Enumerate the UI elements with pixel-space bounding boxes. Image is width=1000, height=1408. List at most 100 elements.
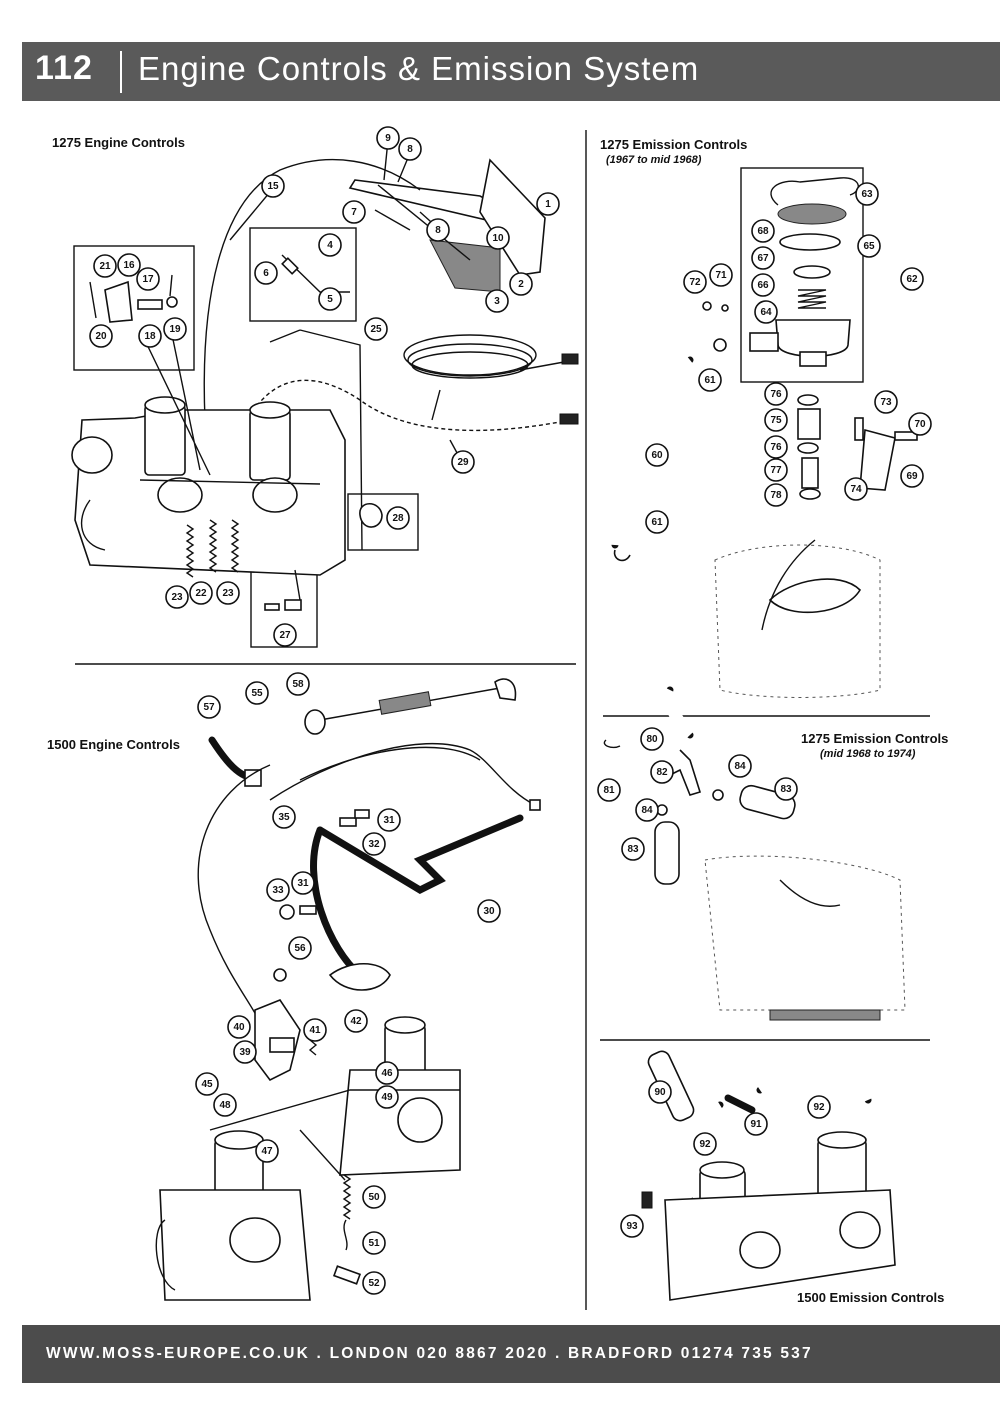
callout-72: 72 xyxy=(683,270,707,294)
footer-contact: WWW.MOSS-EUROPE.CO.UK . LONDON 020 8867 … xyxy=(46,1345,813,1362)
callout-number: 28 xyxy=(392,513,404,524)
callout-circle xyxy=(364,317,388,341)
spring-right xyxy=(230,519,240,573)
valve-spring xyxy=(797,289,827,309)
callout-circle xyxy=(693,1132,717,1156)
callout-number: 8 xyxy=(435,225,441,236)
callout-31: 31 xyxy=(291,871,315,895)
callout-23: 23 xyxy=(165,585,189,609)
callout-66: 66 xyxy=(751,273,775,297)
callout-number: 8 xyxy=(407,144,413,155)
callout-number: 10 xyxy=(492,233,504,244)
callout-77: 77 xyxy=(764,458,788,482)
callout-76: 76 xyxy=(764,382,788,406)
callout-circle xyxy=(261,174,285,198)
callout-50: 50 xyxy=(362,1185,386,1209)
callout-46: 46 xyxy=(375,1061,399,1085)
callout-number: 27 xyxy=(279,630,291,641)
callout-number: 69 xyxy=(906,471,918,482)
callout-circle xyxy=(189,581,213,605)
callout-21: 21 xyxy=(93,254,117,278)
spring-left xyxy=(185,524,195,578)
callout-63: 63 xyxy=(855,182,879,206)
callout-number: 20 xyxy=(95,331,107,342)
group-1275-emission-late xyxy=(603,686,906,1021)
callout-circle xyxy=(635,798,659,822)
callout-circle xyxy=(227,1015,251,1039)
group-1275-emission-early xyxy=(611,167,918,698)
callout-number: 4 xyxy=(327,240,333,251)
callout-number: 65 xyxy=(863,241,875,252)
callout-circle xyxy=(807,1095,831,1119)
callout-circle xyxy=(597,778,621,802)
callout-78: 78 xyxy=(764,483,788,507)
cable-coil xyxy=(403,334,537,376)
callout-circle xyxy=(117,253,141,277)
callout-circle xyxy=(857,234,881,258)
callout-56: 56 xyxy=(288,936,312,960)
callout-circle xyxy=(621,837,645,861)
callout-number: 33 xyxy=(272,885,284,896)
callout-circle xyxy=(362,832,386,856)
callout-circle xyxy=(426,218,450,242)
callout-number: 73 xyxy=(880,397,892,408)
callout-58: 58 xyxy=(286,672,310,696)
callout-41: 41 xyxy=(303,1018,327,1042)
callout-circle xyxy=(451,450,475,474)
callout-number: 3 xyxy=(494,296,500,307)
callout-circle xyxy=(751,273,775,297)
callout-circle xyxy=(486,226,510,250)
callout-number: 60 xyxy=(651,450,663,461)
callout-number: 71 xyxy=(715,270,727,281)
callout-4: 4 xyxy=(318,233,342,257)
callout-circle xyxy=(764,408,788,432)
callout-number: 61 xyxy=(651,517,663,528)
callout-number: 31 xyxy=(383,815,395,826)
callout-number: 50 xyxy=(368,1192,380,1203)
callout-29: 29 xyxy=(451,450,475,474)
callout-number: 48 xyxy=(219,1100,231,1111)
label-1500-engine-controls: 1500 Engine Controls xyxy=(47,737,180,752)
callout-circle xyxy=(288,936,312,960)
diaphragm xyxy=(777,203,847,225)
callout-number: 56 xyxy=(294,943,306,954)
callout-10: 10 xyxy=(486,226,510,250)
callout-circle xyxy=(216,581,240,605)
callout-number: 77 xyxy=(770,465,782,476)
callout-1: 1 xyxy=(536,192,560,216)
callout-47: 47 xyxy=(255,1139,279,1163)
callout-number: 23 xyxy=(171,592,183,603)
header-divider xyxy=(120,51,122,93)
callout-92: 92 xyxy=(693,1132,717,1156)
callout-circle xyxy=(233,1040,257,1064)
callout-circle xyxy=(620,1214,644,1238)
callout-number: 66 xyxy=(757,280,769,291)
callout-number: 25 xyxy=(370,324,382,335)
sublabel-1275-emission-late: (mid 1968 to 1974) xyxy=(820,748,916,760)
callout-number: 90 xyxy=(654,1087,666,1098)
callout-25: 25 xyxy=(364,317,388,341)
callout-48: 48 xyxy=(213,1093,237,1117)
callout-circle xyxy=(744,1112,768,1136)
engine-sketch-early xyxy=(714,544,881,698)
callout-number: 5 xyxy=(327,294,333,305)
page-header: 112 Engine Controls & Emission System xyxy=(22,42,1000,101)
hose-75 xyxy=(797,408,821,440)
callout-number: 15 xyxy=(267,181,279,192)
callout-84: 84 xyxy=(635,798,659,822)
callout-circle xyxy=(645,443,669,467)
callout-number: 74 xyxy=(850,484,862,495)
engine-sketch-late xyxy=(704,855,906,1011)
callout-number: 92 xyxy=(699,1139,711,1150)
callout-number: 9 xyxy=(385,133,391,144)
callout-circle xyxy=(386,506,410,530)
callout-circle xyxy=(138,324,162,348)
callout-2: 2 xyxy=(509,272,533,296)
callout-circle xyxy=(709,263,733,287)
page-number: 112 xyxy=(35,49,93,87)
callout-circle xyxy=(900,464,924,488)
label-1500-emission: 1500 Emission Controls xyxy=(797,1290,945,1305)
accelerator-cable xyxy=(197,764,271,1041)
